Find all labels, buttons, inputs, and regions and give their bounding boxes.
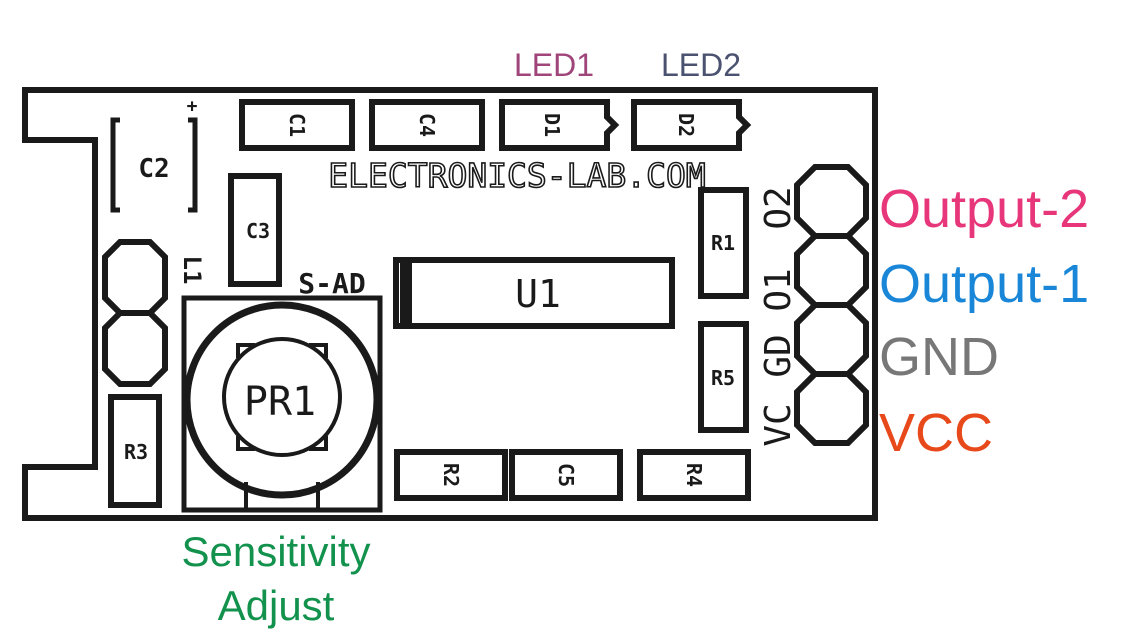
annotation-sensitivity: Sensitivity [181,528,370,575]
d2-diode: D2 [631,99,752,151]
c3-label: C3 [246,219,270,243]
pin-label-o1: O1 [758,268,799,311]
c1-capacitor: C1 [239,99,355,151]
pin-label-gd: GD [758,334,799,377]
c1-label: C1 [285,113,309,137]
r3-resistor: R3 [108,394,162,508]
u1-ic: U1 [393,257,675,329]
d1-label: D1 [540,113,564,137]
annotation-output-1: Output-1 [879,254,1089,314]
r5-resistor: R5 [698,321,749,433]
u1-label: U1 [515,272,561,316]
r5-label: R5 [711,366,735,390]
pin-label-o2: O2 [758,186,799,229]
r4-resistor: R4 [637,449,751,501]
pin-labels: O2 O1 GD VC [758,186,799,446]
c4-label: C4 [415,113,439,137]
l1-label: L1 [178,256,206,285]
annotation-gnd: GND [879,327,999,387]
c2-polarity-mark: + [187,96,198,117]
r2-label: R2 [439,463,463,487]
r4-label: R4 [682,463,706,487]
d2-label: D2 [674,113,698,137]
board-outline [22,87,878,521]
r2-resistor: R2 [394,449,508,501]
r1-label: R1 [711,231,735,255]
c4-capacitor: C4 [369,99,485,151]
annotation-vcc: VCC [879,403,993,463]
c5-label: C5 [554,463,578,487]
c2-capacitor: C2 + [110,96,198,213]
header-connector [794,164,869,446]
l1-inductor: L1 [102,239,206,387]
pr1-label: PR1 [244,379,316,425]
annotation-output-2: Output-2 [879,179,1089,239]
r3-label: R3 [124,440,148,464]
c5-capacitor: C5 [509,449,623,501]
pin-label-vc: VC [758,403,799,446]
d1-diode: D1 [499,99,620,151]
c3-capacitor: C3 [228,173,282,287]
watermark-text: ELECTRONICS-LAB.COM [328,156,706,195]
annotation-led1: LED1 [514,47,594,83]
r1-resistor: R1 [698,187,749,299]
annotation-led2: LED2 [661,47,741,83]
s-ad-label: S-AD [298,267,365,300]
pr1-potentiometer: PR1 S-AD [181,267,383,513]
c2-label: C2 [138,154,169,184]
annotation-adjust: Adjust [218,582,335,629]
